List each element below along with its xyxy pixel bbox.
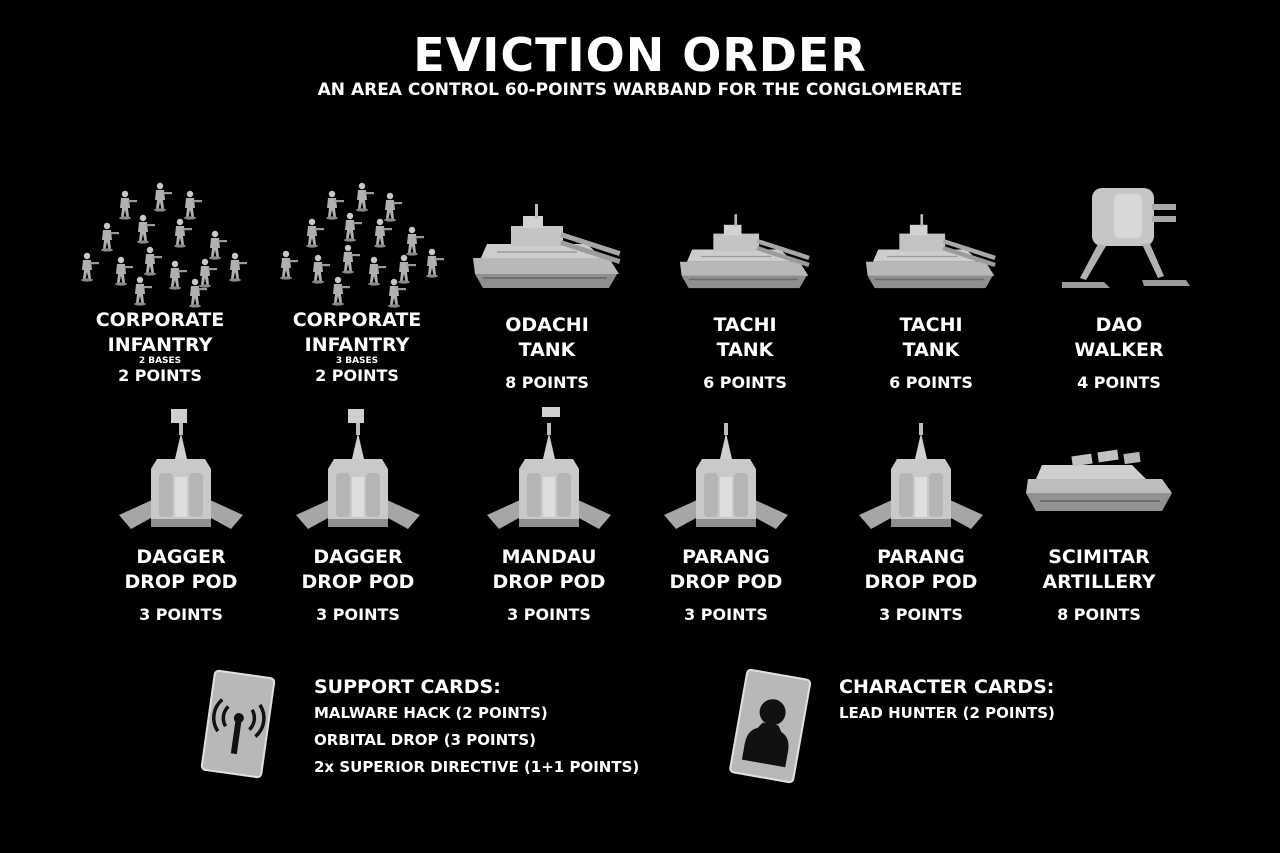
unit-dagger-drop-pod-1: DAGGER DROP POD 3 POINTS [86, 405, 276, 625]
unit-points: 3 POINTS [684, 605, 768, 624]
unit-odachi-tank: ODACHI TANK 8 POINTS [452, 178, 642, 393]
infantry-squad-icon [280, 182, 444, 308]
character-silhouette-icon [729, 668, 812, 784]
infantry-squad-icon [81, 182, 247, 308]
support-cards-heading: SUPPORT CARDS: [314, 676, 501, 698]
unit-points: 4 POINTS [1077, 373, 1161, 392]
drop-pod-icon [664, 423, 788, 529]
unit-corporate-infantry-3-bases: CORPORATE INFANTRY 3 BASES 2 POINTS [262, 178, 452, 386]
support-card-item: MALWARE HACK (2 POINTS) [314, 704, 548, 722]
tank-icon [865, 213, 997, 290]
unit-dao-walker: DAO WALKER 4 POINTS [1024, 178, 1214, 393]
unit-points: 6 POINTS [889, 373, 973, 392]
character-cards-heading: CHARACTER CARDS: [839, 676, 1055, 698]
unit-name: PARANG DROP POD [669, 546, 783, 593]
unit-name: DAO WALKER [1074, 314, 1164, 361]
character-cards: CHARACTER CARDS: LEAD HUNTER (2 POINTS) [839, 674, 1239, 727]
unit-name: ODACHI TANK [505, 314, 589, 361]
unit-tachi-tank-1: TACHI TANK 6 POINTS [650, 178, 840, 393]
drop-pod-icon [119, 409, 243, 529]
support-cards: SUPPORT CARDS: MALWARE HACK (2 POINTS) O… [314, 674, 714, 781]
page-title: EVICTION ORDER [413, 28, 867, 82]
unit-name: DAGGER DROP POD [301, 546, 415, 593]
unit-name: TACHI TANK [899, 314, 963, 361]
drop-pod-icon [296, 409, 420, 529]
support-card-item: 2x SUPERIOR DIRECTIVE (1+1 POINTS) [314, 758, 640, 776]
unit-points: 2 POINTS [118, 366, 202, 385]
tank-icon [472, 203, 622, 289]
signal-antenna-icon [200, 669, 276, 779]
unit-points: 3 POINTS [316, 605, 400, 624]
unit-mandau-drop-pod: MANDAU DROP POD 3 POINTS [454, 405, 644, 625]
unit-corporate-infantry-2-bases: CORPORATE INFANTRY 2 BASES 2 POINTS [65, 178, 255, 386]
unit-name: DAGGER DROP POD [124, 546, 238, 593]
unit-tachi-tank-2: TACHI TANK 6 POINTS [836, 178, 1026, 393]
unit-points: 3 POINTS [139, 605, 223, 624]
unit-points: 8 POINTS [505, 373, 589, 392]
page-subtitle: AN AREA CONTROL 60-POINTS WARBAND FOR TH… [317, 80, 963, 100]
unit-name: PARANG DROP POD [864, 546, 978, 593]
unit-points: 3 POINTS [879, 605, 963, 624]
unit-name: SCIMITAR ARTILLERY [1042, 546, 1156, 593]
unit-points: 2 POINTS [315, 366, 399, 385]
unit-dagger-drop-pod-2: DAGGER DROP POD 3 POINTS [263, 405, 453, 625]
drop-pod-icon [487, 407, 611, 529]
artillery-icon [1025, 448, 1173, 512]
support-card-item: ORBITAL DROP (3 POINTS) [314, 731, 537, 749]
unit-name: MANDAU DROP POD [492, 546, 606, 593]
unit-points: 3 POINTS [507, 605, 591, 624]
unit-parang-drop-pod-1: PARANG DROP POD 3 POINTS [631, 405, 821, 625]
unit-name: CORPORATE INFANTRY [95, 309, 225, 356]
tank-icon [679, 213, 811, 290]
walker-icon [1062, 188, 1190, 288]
unit-name: TACHI TANK [713, 314, 777, 361]
drop-pod-icon [859, 423, 983, 529]
unit-points: 8 POINTS [1057, 605, 1141, 624]
unit-bases: 2 BASES [138, 356, 182, 366]
unit-scimitar-artillery: SCIMITAR ARTILLERY 8 POINTS [1004, 405, 1194, 625]
unit-points: 6 POINTS [703, 373, 787, 392]
unit-parang-drop-pod-2: PARANG DROP POD 3 POINTS [826, 405, 1016, 625]
unit-bases: 3 BASES [335, 356, 379, 366]
character-card-item: LEAD HUNTER (2 POINTS) [839, 704, 1055, 722]
unit-name: CORPORATE INFANTRY [292, 309, 422, 356]
